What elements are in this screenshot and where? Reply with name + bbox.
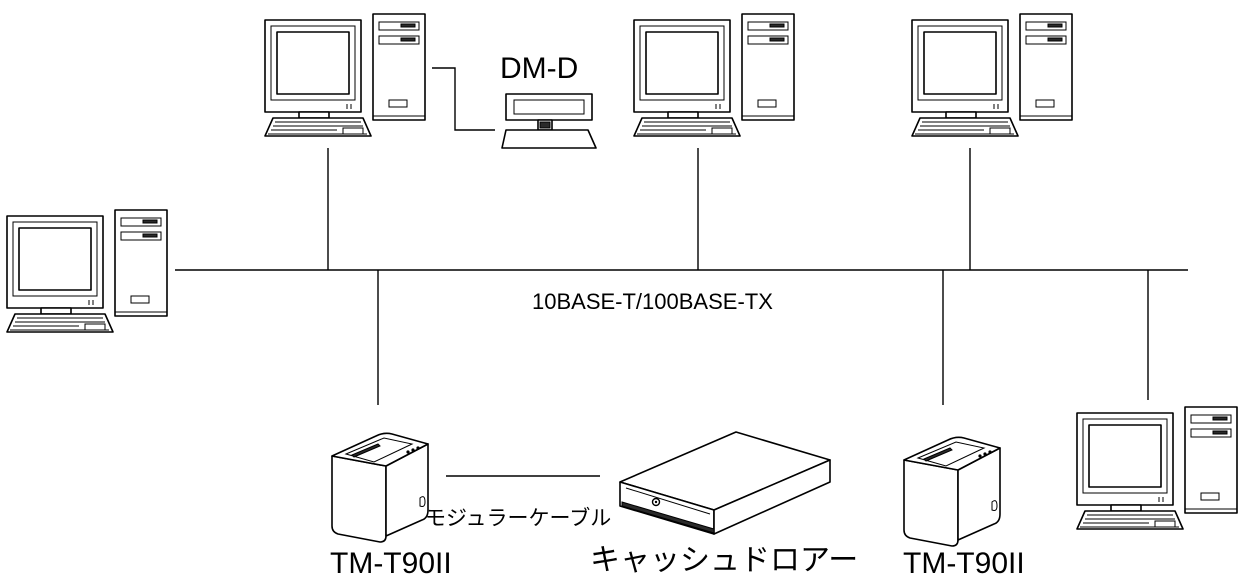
printer-left-label: TM-T90II — [330, 547, 452, 578]
printer-left — [331, 432, 429, 543]
modular-cable-label: モジュラーケーブル — [425, 507, 611, 530]
pc-top-right — [911, 13, 1073, 137]
pc-left — [6, 209, 168, 333]
pc-top-center — [633, 13, 795, 137]
dm-d-display — [501, 93, 597, 149]
printer-right — [903, 436, 1001, 547]
pc-bottom-right — [1076, 406, 1238, 530]
dmd-cable — [432, 67, 495, 131]
cash-drawer-label: キャッシュドロアー — [590, 544, 858, 577]
printer-right-label: TM-T90II — [903, 547, 1025, 578]
dm-d-label: DM-D — [500, 52, 578, 85]
pc-top-left — [264, 13, 426, 137]
network-label: 10BASE-T/100BASE-TX — [532, 289, 773, 314]
cash-drawer — [619, 431, 831, 535]
network-lines — [175, 67, 1188, 477]
